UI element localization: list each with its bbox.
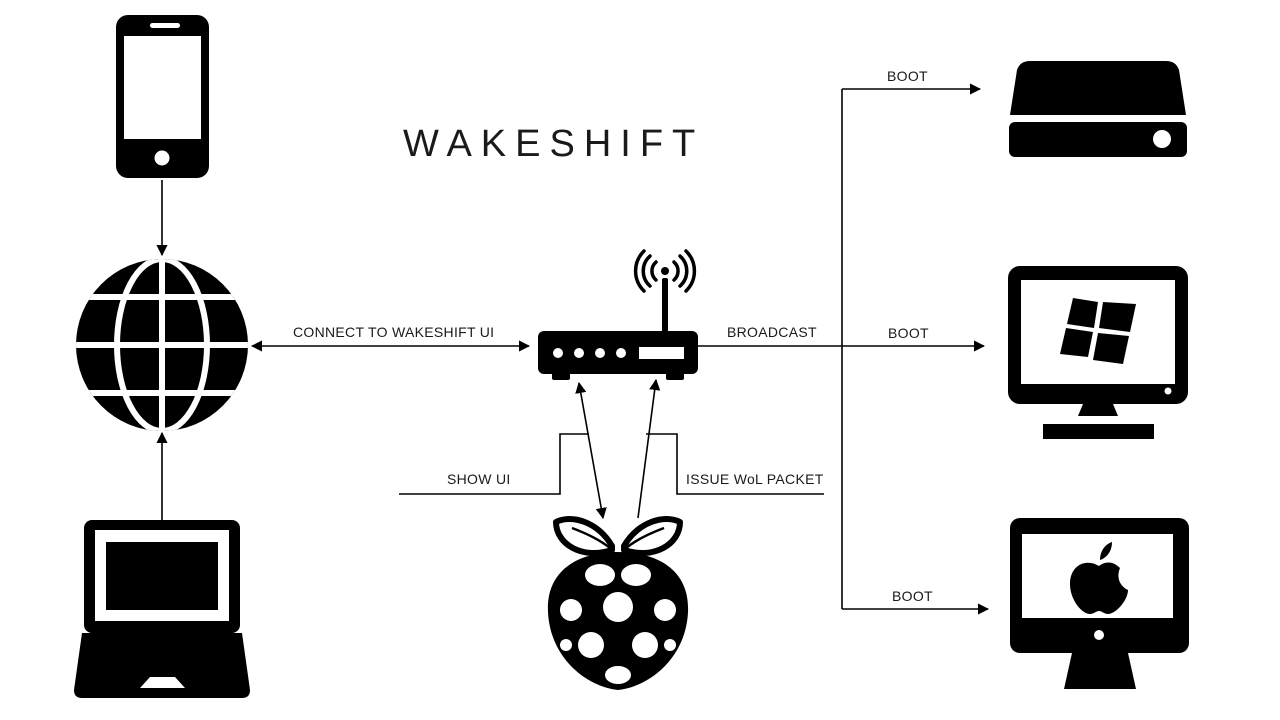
raspberry-pi-icon [547, 516, 689, 690]
globe-icon [76, 259, 248, 431]
connectors [156, 83, 990, 615]
laptop-icon [74, 520, 250, 698]
boot-label-top: BOOT [887, 68, 928, 84]
router-icon [538, 249, 698, 380]
arrow-pi-to-router-wol [637, 378, 661, 519]
show-ui-label: SHOW UI [447, 471, 511, 487]
connect-label: CONNECT TO WAKESHIFT UI [293, 324, 494, 340]
broadcast-label: BROADCAST [727, 324, 817, 340]
boot-label-middle: BOOT [888, 325, 929, 341]
apple-monitor-icon [1010, 518, 1189, 689]
issue-wol-label: ISSUE WoL PACKET [686, 471, 824, 487]
server-drive-icon [1009, 61, 1187, 157]
issue-wol-callout-line [646, 433, 824, 495]
windows-monitor-icon [1008, 266, 1188, 439]
show-ui-callout-line [399, 433, 589, 495]
arrow-router-pi-show-ui [575, 381, 607, 520]
smartphone-icon [116, 15, 209, 178]
boot-label-bottom: BOOT [892, 588, 933, 604]
diagram-title: WAKESHIFT [403, 123, 704, 165]
